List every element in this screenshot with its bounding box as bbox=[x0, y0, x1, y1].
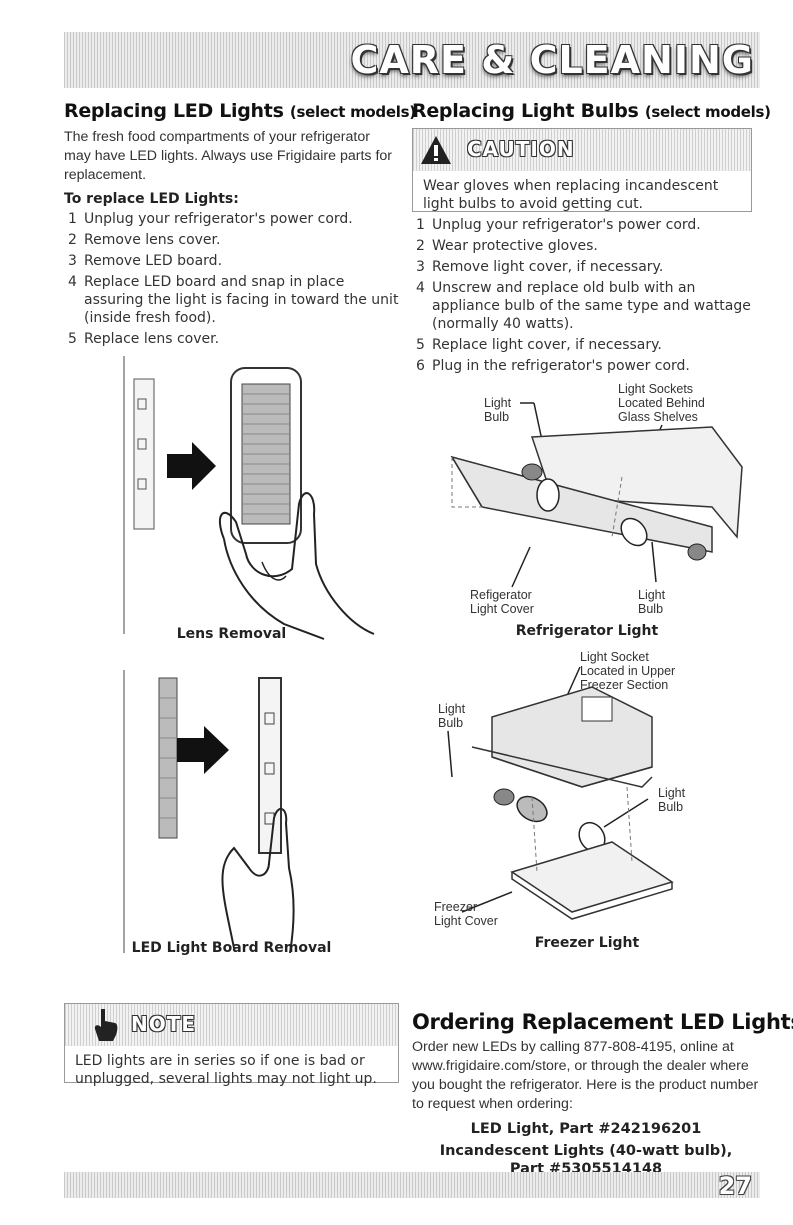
step-number: 2 bbox=[416, 238, 425, 254]
bulbs-title-text: Replacing Light Bulbs bbox=[412, 100, 639, 122]
step-text: Wear protective gloves. bbox=[432, 238, 598, 254]
list-item: 2 Wear protective gloves. bbox=[412, 237, 762, 255]
list-item: 2 Remove lens cover. bbox=[64, 231, 399, 249]
label-bulb-b-2: Bulb bbox=[638, 602, 663, 616]
led-intro: The fresh food compartments of your refr… bbox=[64, 129, 393, 183]
step-text: Replace lens cover. bbox=[84, 331, 220, 347]
step-text: Remove light cover, if necessary. bbox=[432, 259, 664, 275]
label-bulb-b-2: Bulb bbox=[658, 800, 683, 814]
note-text: LED lights are in series so if one is ba… bbox=[75, 1053, 377, 1087]
step-text: Unplug your refrigerator's power cord. bbox=[84, 211, 353, 227]
step-text: Replace light cover, if necessary. bbox=[432, 337, 662, 353]
step-text: Remove lens cover. bbox=[84, 232, 221, 248]
part-led: LED Light, Part #242196201 bbox=[470, 1121, 702, 1137]
label-sockets-2: Located Behind bbox=[618, 396, 705, 410]
page-title: CARE & CLEANING bbox=[350, 38, 754, 82]
bulbs-section-title: Replacing Light Bulbs (select models) bbox=[412, 100, 771, 122]
label-bulb-a-1: Light bbox=[438, 702, 466, 716]
label-bulb-a-1: Light bbox=[484, 396, 512, 410]
led-board-removal-figure: LED Light Board Removal bbox=[64, 668, 399, 968]
step-text: Remove LED board. bbox=[84, 253, 223, 269]
step-number: 1 bbox=[416, 217, 425, 233]
label-cover-1: Freezer bbox=[434, 900, 477, 914]
step-text: Unscrew and replace old bulb with an app… bbox=[432, 280, 751, 332]
lens-removal-illustration bbox=[123, 356, 375, 640]
led-board-illustration bbox=[123, 670, 295, 954]
label-bulb-b-1: Light bbox=[638, 588, 666, 602]
led-steps-heading: To replace LED Lights: bbox=[64, 191, 239, 207]
step-text: Plug in the refrigerator's power cord. bbox=[432, 358, 690, 374]
list-item: 6 Plug in the refrigerator's power cord. bbox=[412, 357, 762, 375]
list-item: 1 Unplug your refrigerator's power cord. bbox=[64, 210, 399, 228]
lens-removal-figure: Lens Removal bbox=[64, 354, 399, 654]
note-callout: NOTE LED lights are in series so if one … bbox=[64, 1003, 399, 1087]
label-socket-2: Located in Upper bbox=[580, 664, 675, 678]
refrigerator-light-caption: Refrigerator Light bbox=[515, 623, 659, 639]
refrigerator-light-figure: Light Sockets Located Behind Glass Shelv… bbox=[412, 377, 762, 647]
led-section-title: Replacing LED Lights (select models) bbox=[64, 100, 416, 122]
note-bar: NOTE bbox=[65, 1004, 398, 1046]
caution-callout: CAUTION Wear gloves when replacing incan… bbox=[412, 128, 752, 212]
step-number: 3 bbox=[68, 253, 77, 269]
step-number: 1 bbox=[68, 211, 77, 227]
step-text: Replace LED board and snap in place assu… bbox=[84, 274, 399, 326]
step-text: Unplug your refrigerator's power cord. bbox=[432, 217, 701, 233]
footer-bar: 27 bbox=[64, 1172, 760, 1200]
list-item: 4 Replace LED board and snap in place ass… bbox=[64, 273, 399, 327]
label-sockets-1: Light Sockets bbox=[618, 382, 693, 396]
caution-label: CAUTION bbox=[467, 137, 575, 161]
page-number: 27 bbox=[718, 1172, 752, 1200]
step-number: 6 bbox=[416, 358, 425, 374]
step-number: 4 bbox=[68, 274, 77, 290]
step-number: 3 bbox=[416, 259, 425, 275]
arrow-icon bbox=[167, 442, 216, 490]
label-bulb-b-1: Light bbox=[658, 786, 686, 800]
lens-removal-caption: Lens Removal bbox=[176, 626, 287, 642]
step-number: 5 bbox=[416, 337, 425, 353]
part-incandescent-1: Incandescent Lights (40-watt bulb), bbox=[439, 1143, 733, 1159]
note-label: NOTE bbox=[131, 1012, 197, 1036]
caution-bar: CAUTION bbox=[413, 129, 751, 171]
list-item: 5 Replace light cover, if necessary. bbox=[412, 336, 762, 354]
step-number: 2 bbox=[68, 232, 77, 248]
warning-icon bbox=[421, 136, 451, 164]
label-bulb-a-2: Bulb bbox=[438, 716, 463, 730]
list-item: 4 Unscrew and replace old bulb with an ap… bbox=[412, 279, 762, 333]
led-title-text: Replacing LED Lights bbox=[64, 100, 284, 122]
label-cover-2: Light Cover bbox=[470, 602, 534, 616]
arrow-icon bbox=[177, 726, 229, 774]
step-number: 4 bbox=[416, 280, 425, 296]
list-item: 3 Remove LED board. bbox=[64, 252, 399, 270]
label-bulb-a-2: Bulb bbox=[484, 410, 509, 424]
led-board-caption: LED Light Board Removal bbox=[131, 940, 332, 956]
list-item: 3 Remove light cover, if necessary. bbox=[412, 258, 762, 276]
list-item: 5 Replace lens cover. bbox=[64, 330, 399, 348]
label-cover-2: Light Cover bbox=[434, 914, 498, 928]
hand-pointer-icon bbox=[94, 1009, 118, 1041]
freezer-light-illustration: Light Socket Located in Upper Freezer Se… bbox=[434, 650, 686, 928]
ordering-section: Ordering Replacement LED Lights Order ne… bbox=[412, 1010, 793, 1178]
ordering-title: Ordering Replacement LED Lights bbox=[412, 1010, 793, 1034]
right-column: Replacing Light Bulbs (select models) CA… bbox=[412, 100, 771, 957]
label-sockets-3: Glass Shelves bbox=[618, 410, 698, 424]
freezer-light-caption: Freezer Light bbox=[534, 935, 640, 951]
caution-text: Wear gloves when replacing incandescent … bbox=[423, 178, 719, 212]
left-column: Replacing LED Lights (select models) The… bbox=[64, 100, 416, 968]
list-item: 1 Unplug your refrigerator's power cord. bbox=[412, 216, 762, 234]
ordering-text: Order new LEDs by calling 877-808-4195, … bbox=[412, 1039, 759, 1112]
bulbs-title-note: (select models) bbox=[644, 103, 771, 121]
led-title-note: (select models) bbox=[289, 103, 416, 121]
label-socket-3: Freezer Section bbox=[580, 678, 668, 692]
step-number: 5 bbox=[68, 331, 77, 347]
freezer-light-figure: Light Socket Located in Upper Freezer Se… bbox=[412, 647, 762, 957]
label-socket-1: Light Socket bbox=[580, 650, 649, 664]
label-cover-1: Refigerator bbox=[470, 588, 532, 602]
header-bar: CARE & CLEANING bbox=[64, 32, 760, 88]
refrigerator-light-illustration: Light Sockets Located Behind Glass Shelv… bbox=[450, 382, 743, 616]
